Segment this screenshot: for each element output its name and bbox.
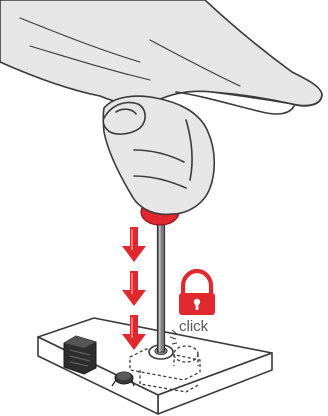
click-label: click bbox=[179, 318, 209, 335]
pointing-hand-icon bbox=[0, 0, 323, 216]
screw-icon bbox=[111, 371, 135, 387]
socket-outline bbox=[129, 345, 201, 393]
down-arrow-icon bbox=[122, 227, 146, 350]
padlock-icon bbox=[179, 268, 215, 315]
bracket-icon bbox=[63, 335, 97, 375]
click-motion-lines bbox=[169, 329, 178, 345]
